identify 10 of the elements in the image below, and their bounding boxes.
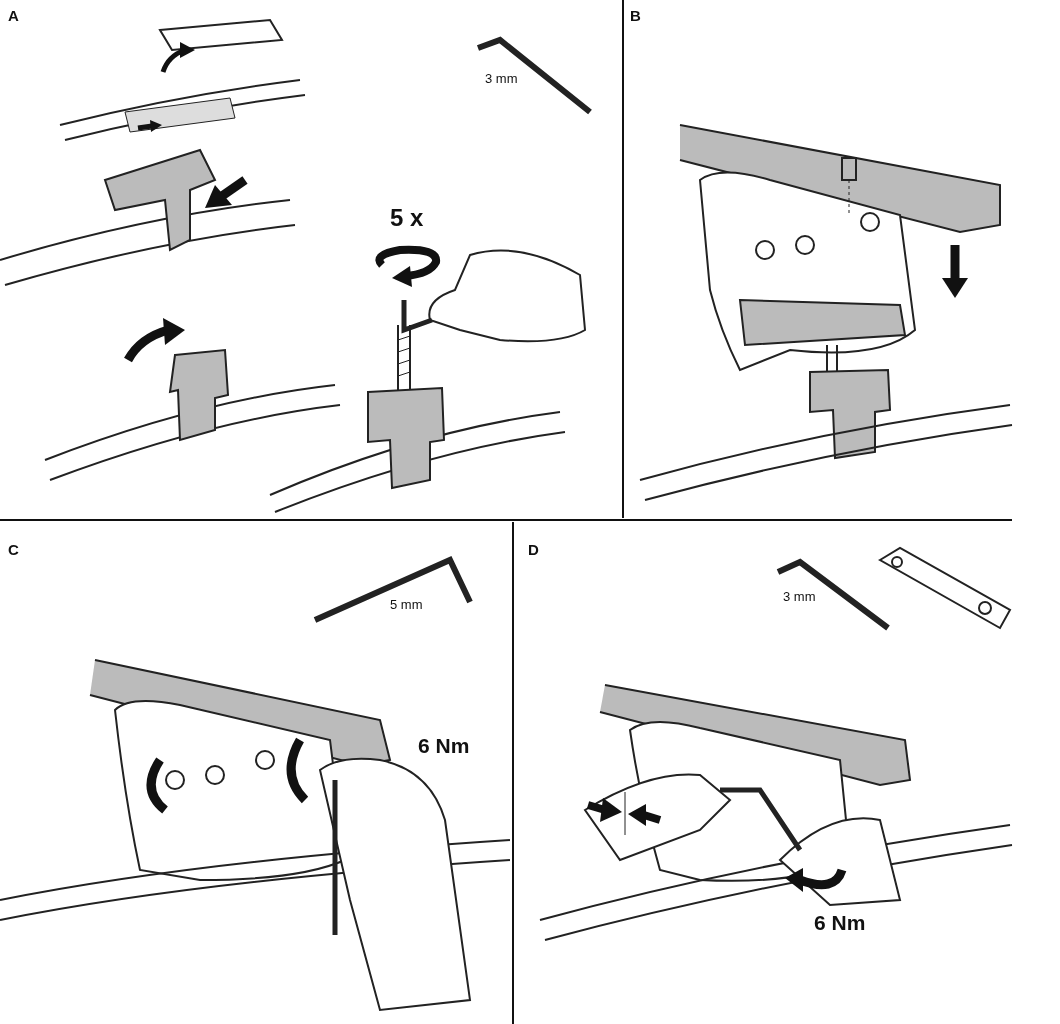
tool-size-label: 3 mm (485, 72, 518, 85)
tool-size-label: 5 mm (390, 598, 423, 611)
repeat-count: 5 x (390, 206, 424, 230)
panel-letter: A (8, 8, 19, 23)
torque-value: 6 Nm (418, 735, 470, 756)
tool-size-label: 3 mm (783, 590, 816, 603)
torque-value: 6 Nm (814, 912, 866, 933)
panel-letter: D (528, 542, 539, 557)
panel-letter: C (8, 542, 19, 557)
panel-letter: B (630, 8, 641, 23)
